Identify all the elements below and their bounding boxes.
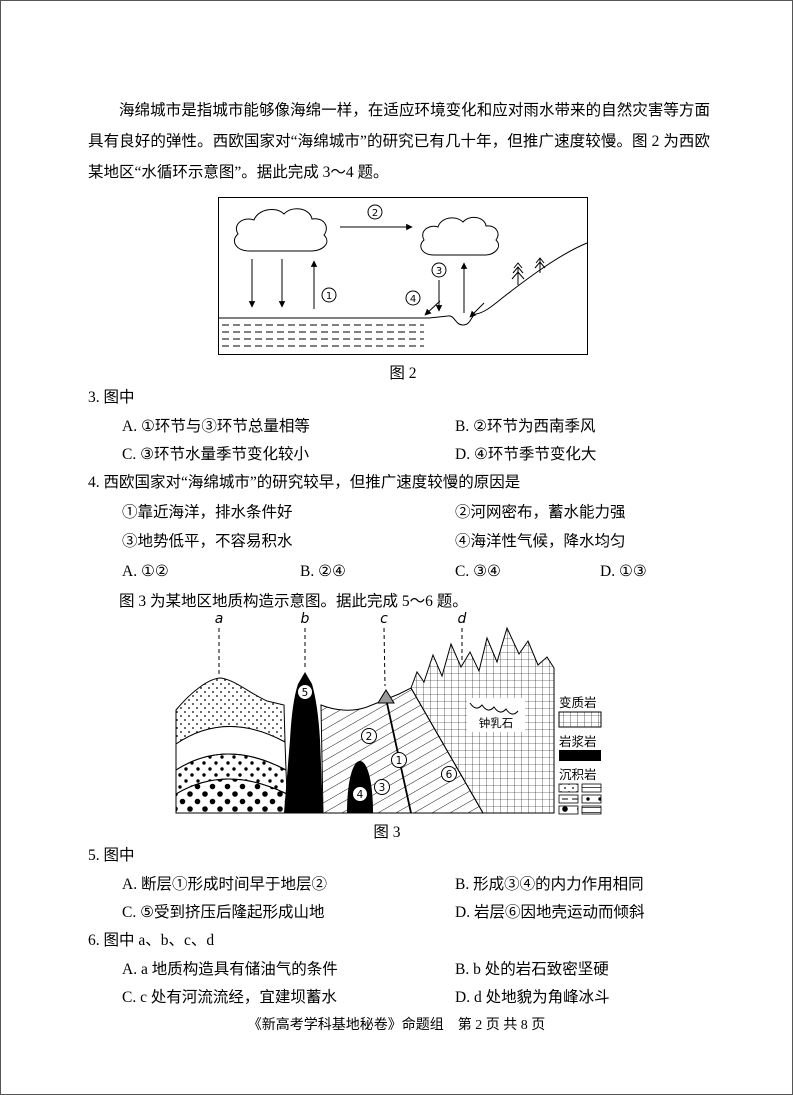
badge-4: 4	[405, 290, 421, 306]
choice-d: D. ①③	[600, 562, 647, 580]
option-c: C. ③环节水量季节变化较小	[122, 446, 309, 463]
option-b: B. b 处的岩石致密坚硬	[455, 960, 609, 978]
legend-metamorphic-swatch	[558, 711, 602, 728]
badge-4: 4	[352, 786, 368, 802]
question-4-choices: A. ①② B. ②④ C. ③④ D. ①③	[88, 557, 740, 587]
figure2: 2 1 3 4	[218, 197, 588, 384]
intro-text: 海绵城市是指城市能够像海绵一样，在适应环境变化和应对雨水带来的自然灾害等方面具有…	[88, 102, 710, 181]
question-6: 6. 图中 a、b、c、d A. a 地质构造具有储油气的条件 B. b 处的岩…	[88, 927, 740, 1013]
badge-6: 6	[441, 766, 457, 782]
marker-d: d	[458, 611, 467, 627]
badge-1: 1	[321, 287, 337, 303]
statement-2: ②河网密布，蓄水能力强	[455, 503, 626, 521]
question-3-options: A. ①环节与③环节总量相等 B. ②环节为西南季风 C. ③环节水量季节变化较…	[88, 413, 740, 470]
question-5-stem: 5. 图中	[88, 847, 135, 864]
option-a: A. 断层①形成时间早于地层②	[122, 875, 327, 893]
intro-paragraph: 海绵城市是指城市能够像海绵一样，在适应环境变化和应对雨水带来的自然灾害等方面具有…	[88, 95, 710, 188]
choice-a: A. ①②	[122, 562, 169, 580]
stalactite-annotation: 钟乳石	[467, 698, 525, 732]
question-4-stem: 4. 西欧国家对“海绵城市”的研究较早，但推广速度较慢的原因是	[88, 474, 521, 491]
option-d: D. d 处地貌为角峰冰斗	[455, 989, 610, 1006]
marker-a: a	[215, 611, 224, 627]
runoff-arrow	[424, 300, 441, 316]
choice-b: B. ②④	[300, 562, 346, 580]
figure3: 钟乳石 a b c d	[171, 610, 603, 844]
question-3: 3. 图中 A. ①环节与③环节总量相等 B. ②环节为西南季风 C. ③环节水…	[88, 384, 740, 470]
anticline-strata	[175, 677, 290, 814]
svg-text:钟乳石: 钟乳石	[479, 716, 514, 730]
question-3-stem: 3. 图中	[88, 389, 135, 406]
option-b: B. ②环节为西南季风	[455, 417, 596, 435]
legend-igneous-label: 岩浆岩	[559, 734, 597, 749]
svg-text:1: 1	[326, 291, 332, 302]
question-6-stem: 6. 图中 a、b、c、d	[88, 932, 215, 949]
svg-text:3: 3	[379, 782, 386, 794]
figure3-geology-diagram: 钟乳石 a b c d	[175, 611, 602, 815]
marker-c: c	[380, 611, 388, 627]
statement-3: ③地势低平，不容易积水	[122, 533, 293, 550]
runoff-arrow	[469, 302, 485, 318]
option-c: C. c 处有河流流经，宜建坝蓄水	[122, 989, 337, 1006]
figure3-badges: 5 2 1 3 4 6	[297, 684, 457, 802]
option-c: C. ⑤受到挤压后隆起形成山地	[122, 904, 325, 921]
badge-2: 2	[367, 204, 383, 220]
section-outline	[175, 668, 555, 814]
statement-1: ①靠近海洋，排水条件好	[122, 503, 293, 521]
magma-dike	[284, 672, 323, 813]
page-footer: 《新高考学科基地秘卷》命题组 第 2 页 共 8 页	[247, 1018, 546, 1033]
question-5: 5. 图中 A. 断层①形成时间早于地层② B. 形成③④的内力作用相同 C. …	[88, 842, 740, 928]
figure2-caption: 图 2	[389, 365, 417, 382]
figure3-intro-text: 图 3 为某地区地质构造示意图。据此完成 5～6 题。	[119, 593, 468, 610]
svg-text:4: 4	[357, 789, 364, 801]
option-d: D. ④环节季节变化大	[455, 446, 597, 463]
legend-sedimentary-label: 沉积岩	[559, 767, 597, 782]
option-a: A. a 地质构造具有储油气的条件	[122, 960, 338, 978]
option-b: B. 形成③④的内力作用相同	[455, 875, 644, 893]
legend-sedimentary-swatches	[558, 783, 602, 815]
option-a: A. ①环节与③环节总量相等	[122, 417, 310, 435]
question-4: 4. 西欧国家对“海绵城市”的研究较早，但推广速度较慢的原因是 ①靠近海洋，排水…	[88, 468, 740, 586]
legend-metamorphic-label: 变质岩	[559, 695, 597, 710]
svg-text:2: 2	[366, 731, 373, 743]
tree-icon	[511, 257, 546, 285]
svg-text:2: 2	[372, 208, 378, 219]
svg-text:5: 5	[302, 687, 309, 699]
figure3-caption: 图 3	[373, 824, 401, 841]
figure3-intro: 图 3 为某地区地质构造示意图。据此完成 5～6 题。	[88, 587, 710, 616]
marker-b: b	[301, 611, 310, 627]
cloud-icon	[420, 216, 500, 256]
cloud-icon	[234, 208, 328, 252]
badge-3: 3	[431, 262, 447, 278]
statement-4: ④海洋性气候，降水均匀	[455, 533, 626, 550]
badge-3: 3	[374, 779, 390, 795]
badge-5: 5	[297, 684, 313, 700]
water-body	[219, 317, 429, 347]
badge-2: 2	[361, 728, 377, 744]
marker-labels: a b c d	[215, 611, 467, 627]
marker-leader-lines	[218, 627, 463, 687]
option-d: D. 岩层⑥因地壳运动而倾斜	[455, 904, 645, 921]
figure3-legend: 变质岩 岩浆岩 沉积岩	[558, 695, 602, 815]
svg-text:6: 6	[446, 769, 453, 781]
choice-c: C. ③④	[455, 562, 501, 580]
svg-text:4: 4	[410, 294, 416, 305]
question-4-statements: ①靠近海洋，排水条件好 ②河网密布，蓄水能力强 ③地势低平，不容易积水 ④海洋性…	[88, 498, 740, 557]
fault-triangle	[377, 689, 395, 704]
legend-igneous-swatch	[559, 750, 601, 761]
badge-1: 1	[391, 752, 407, 768]
question-6-options: A. a 地质构造具有储油气的条件 B. b 处的岩石致密坚硬 C. c 处有河…	[88, 956, 740, 1013]
svg-text:3: 3	[436, 266, 442, 277]
svg-text:1: 1	[396, 755, 403, 767]
figure2-water-cycle-diagram: 2 1 3 4	[218, 197, 588, 355]
question-5-options: A. 断层①形成时间早于地层② B. 形成③④的内力作用相同 C. ⑤受到挤压后…	[88, 871, 740, 928]
